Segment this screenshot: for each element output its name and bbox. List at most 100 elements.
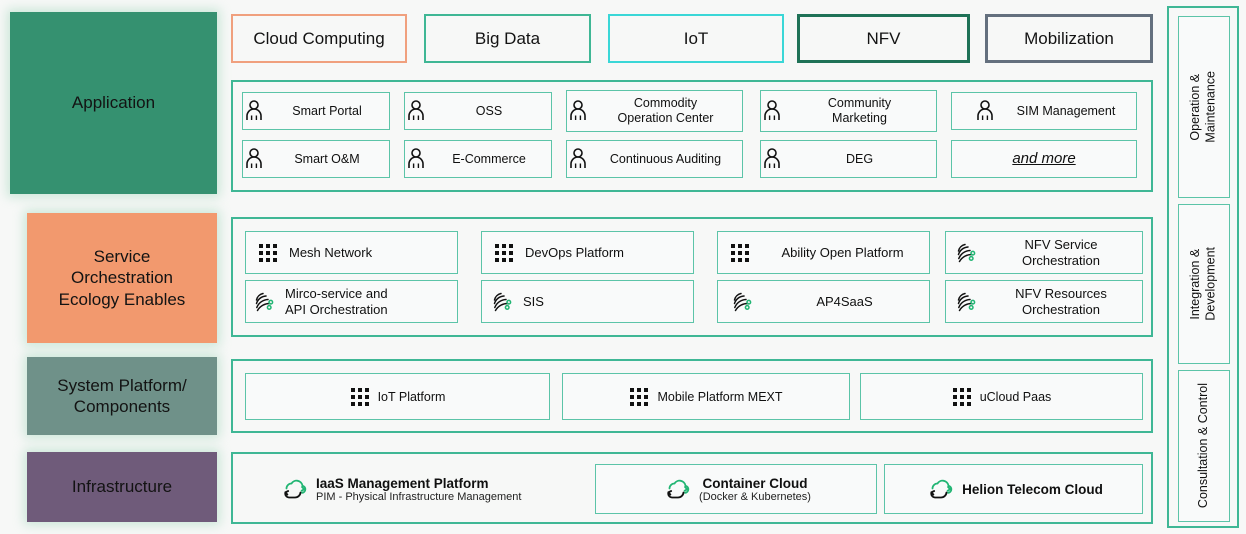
app-item-label: DEG [845,151,874,166]
app-item-label: and more [1012,150,1076,167]
person-icon [567,99,589,123]
infra-item-subtitle: (Docker & Kubernetes) [699,490,811,503]
rail-item-integration-development[interactable]: Integration &Development [1178,204,1230,364]
app-item-label: Smart Portal [292,103,362,118]
app-item-label: SIM Management [1016,103,1116,118]
cloud-refresh-icon [924,475,954,503]
infra-item-iaas-management-platform[interactable]: IaaS Management Platform PIM - Physical … [278,466,608,512]
app-item-deg[interactable]: DEG [760,140,937,178]
service-item-label: DevOps Platform [525,244,624,260]
grid-dots-icon [629,387,649,407]
system-item-ucloud-paas[interactable]: uCloud Paas [860,373,1143,420]
app-item-label: E-Commerce [452,151,526,166]
layer-label-application: Application [10,12,217,194]
grid-dots-icon [350,387,370,407]
rail-item-label: Integration &Development [1188,247,1218,321]
system-platform-panel: IoT Platform Mobile Platform MEXT uC [231,359,1153,433]
domain-chip-mobilization[interactable]: Mobilization [985,14,1153,63]
app-item-e-commerce[interactable]: E-Commerce [404,140,552,178]
person-icon [243,147,265,171]
orchestration-icon [252,289,278,315]
domain-chip-nfv[interactable]: NFV [797,14,970,63]
rail-item-consultation-control[interactable]: Consultation & Control [1178,370,1230,522]
service-item-label: SIS [523,293,544,309]
cloud-refresh-icon [661,475,691,503]
layer-label-text: Application [71,93,156,113]
rail-item-operation-maintenance[interactable]: Operation &Maintenance [1178,16,1230,198]
person-icon [974,99,996,123]
system-item-mobile-platform-mext[interactable]: Mobile Platform MEXT [562,373,850,420]
system-item-label: IoT Platform [377,389,446,404]
app-item-label: OSS [475,103,503,118]
person-icon [243,99,265,123]
app-item-label: Smart O&M [294,151,360,166]
orchestration-icon [954,240,980,266]
grid-dots-icon [494,243,514,263]
layer-label-text: Infrastructure [71,477,173,497]
domain-chip-label: Big Data [474,28,541,48]
domain-chip-label: Cloud Computing [253,28,385,48]
domain-chip-label: IoT [683,28,709,48]
service-item-devops-platform[interactable]: DevOps Platform [481,231,694,274]
service-item-label: AP4SaaS [816,293,873,309]
infrastructure-panel: IaaS Management Platform PIM - Physical … [231,452,1153,524]
grid-dots-icon [258,243,278,263]
orchestration-icon [954,289,980,315]
service-item-ability-open-platform[interactable]: Ability Open Platform [717,231,930,274]
orchestration-icon [490,289,516,315]
app-item-oss[interactable]: OSS [404,92,552,130]
app-item-sim-management[interactable]: SIM Management [951,92,1137,130]
grid-dots-icon [730,243,750,263]
domain-chip-iot[interactable]: IoT [608,14,784,63]
domain-chip-label: Mobilization [1024,28,1114,48]
person-icon [405,99,427,123]
app-item-smart-oandm[interactable]: Smart O&M [242,140,390,178]
infra-item-title: Container Cloud [702,475,808,491]
rail-item-label: Consultation & Control [1196,383,1211,509]
infra-item-title: Helion Telecom Cloud [962,481,1103,497]
person-icon [761,99,783,123]
service-item-mesh-network[interactable]: Mesh Network [245,231,458,274]
system-item-iot-platform[interactable]: IoT Platform [245,373,550,420]
cloud-refresh-icon [278,475,308,503]
orchestration-icon [730,289,756,315]
service-orchestration-panel: Mesh Network DevOps Platform Ability [231,217,1153,337]
layer-label-system-platform: System Platform/Components [27,357,217,435]
infra-item-text: IaaS Management Platform PIM - Physical … [316,476,608,503]
system-item-label: Mobile Platform MEXT [657,389,783,404]
infra-item-text: Container Cloud (Docker & Kubernetes) [699,476,811,503]
domain-chip-big-data[interactable]: Big Data [424,14,591,63]
domain-chip-label: NFV [866,28,901,48]
person-icon [405,147,427,171]
app-item-continuous-auditing[interactable]: Continuous Auditing [566,140,743,178]
app-item-and-more[interactable]: and more [951,140,1137,178]
service-item-label: Mesh Network [289,244,373,260]
system-item-label: uCloud Paas [979,389,1052,404]
domain-chip-cloud-computing[interactable]: Cloud Computing [231,14,407,63]
infra-item-helion-telecom-cloud[interactable]: Helion Telecom Cloud [884,464,1143,514]
infra-item-container-cloud[interactable]: Container Cloud (Docker & Kubernetes) [595,464,877,514]
service-item-sis[interactable]: SIS [481,280,694,323]
service-item-ap4saas[interactable]: AP4SaaS [717,280,930,323]
app-item-label: Continuous Auditing [609,151,722,166]
app-item-smart-portal[interactable]: Smart Portal [242,92,390,130]
infra-item-subtitle: PIM - Physical Infrastructure Management [316,490,522,503]
layer-label-infrastructure: Infrastructure [27,452,217,522]
grid-dots-icon [952,387,972,407]
person-icon [761,147,783,171]
infra-item-title: IaaS Management Platform [316,475,489,491]
